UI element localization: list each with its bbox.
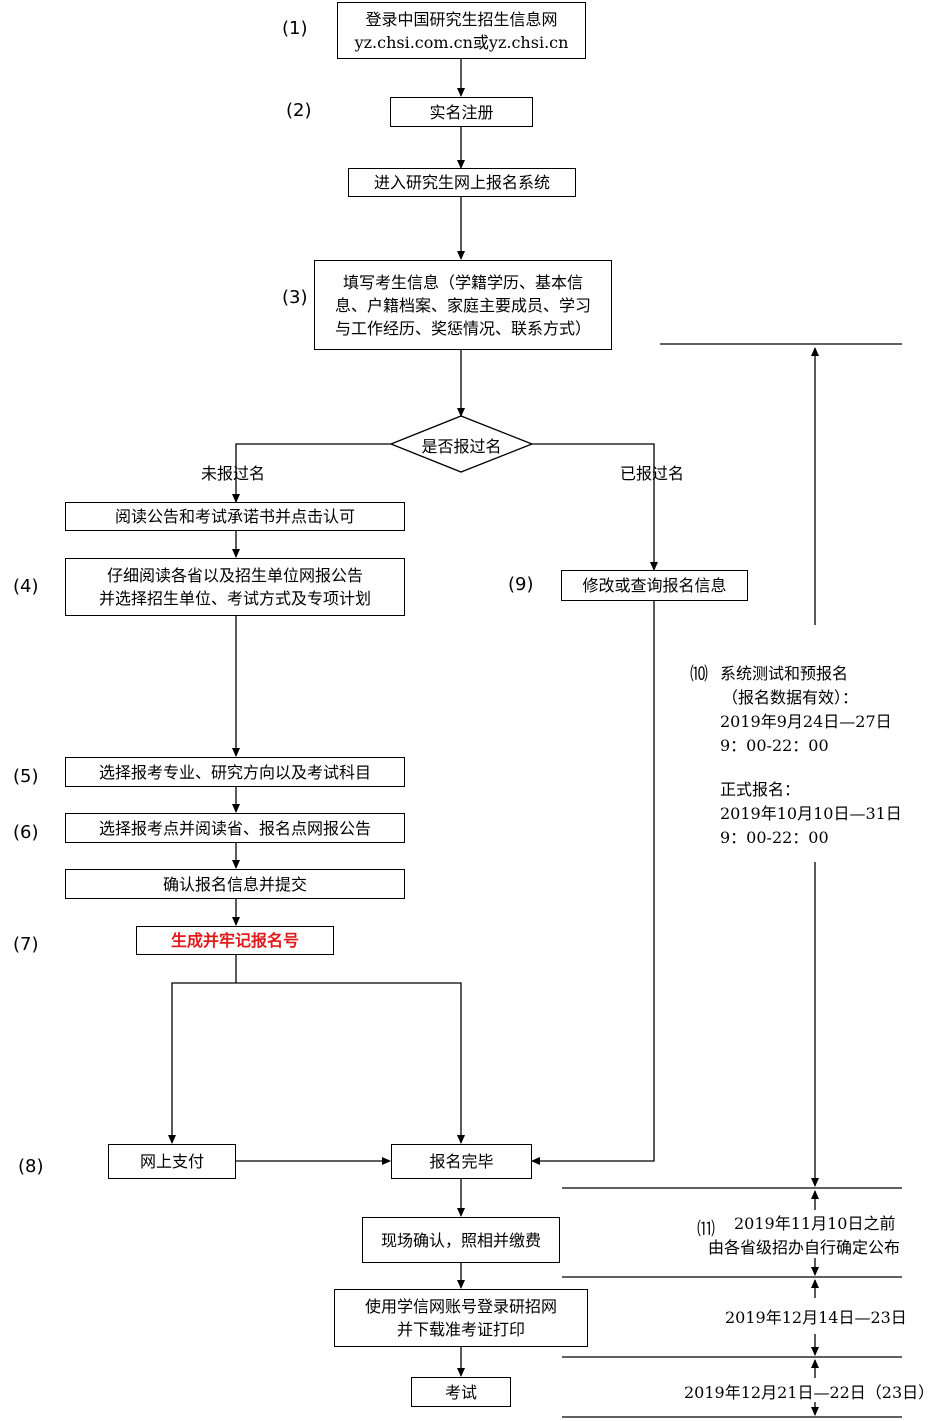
arrow-split-done — [236, 982, 465, 1144]
generate-number-box: 生成并牢记报名号 — [136, 926, 334, 955]
exam-date: 2019年12月21日—22日（23日） — [684, 1383, 935, 1402]
branch-not-registered: 未报过名 — [201, 464, 266, 483]
fill-info-box: 填写考生信息（学籍学历、基本信息、户籍档案、家庭主要成员、学习与工作经历、奖惩情… — [314, 260, 612, 350]
arrow-split-pay — [168, 982, 236, 1144]
read-notice-box: 阅读公告和考试承诺书并点击认可 — [65, 502, 405, 531]
test-date: 2019年9月24日—27日 — [720, 712, 892, 731]
confirm-date-line-1: 2019年11月10日之前 — [734, 1214, 896, 1233]
confirm-submit-box: 确认报名信息并提交 — [65, 869, 405, 899]
branch-registered: 已报过名 — [620, 464, 685, 483]
select-site-box: 选择报考点并阅读省、报名点网报公告 — [65, 813, 405, 843]
register-box: 实名注册 — [390, 97, 533, 127]
online-pay-box: 网上支付 — [108, 1144, 236, 1179]
modify-box: 修改或查询报名信息 — [561, 570, 748, 601]
print-date: 2019年12月14日—23日 — [725, 1308, 907, 1327]
step-4: (4) — [13, 576, 39, 597]
confirm-date-line-2: 由各省级招办自行确定公布 — [708, 1238, 901, 1257]
onsite-confirm-box: 现场确认，照相并缴费 — [362, 1217, 560, 1263]
formal-title: 正式报名： — [720, 780, 801, 799]
formal-time: 9：00-22：00 — [720, 828, 829, 847]
step-8: (8) — [18, 1156, 44, 1177]
print-ticket-box: 使用学信网账号登录研招网并下载准考证打印 — [334, 1289, 588, 1347]
enter-system-box: 进入研究生网上报名系统 — [348, 168, 576, 197]
read-prov-line-1: 仔细阅读各省以及招生单位网报公告 — [106, 566, 363, 585]
read-province-box: 仔细阅读各省以及招生单位网报公告并选择招生单位、考试方式及专项计划 — [65, 558, 405, 616]
registration-done-box: 报名完毕 — [391, 1144, 532, 1179]
step-2: (2) — [286, 100, 312, 121]
arrow-modify-done — [531, 600, 655, 1165]
step-11: ⑾ — [697, 1219, 715, 1240]
test-time: 9：00-22：00 — [720, 736, 829, 755]
login-box: 登录中国研究生招生信息网 yz.chsi.com.cn或yz.chsi.cn — [337, 2, 586, 59]
fill-line-1: 填写考生信息（学籍学历、基本信 — [342, 272, 583, 292]
read-prov-line-2: 并选择招生单位、考试方式及专项计划 — [98, 589, 371, 608]
print-line-1: 使用学信网账号登录研招网 — [364, 1297, 557, 1316]
test-subtitle: （报名数据有效）： — [722, 688, 859, 707]
fill-line-2: 息、户籍档案、家庭主要成员、学习 — [334, 295, 591, 315]
print-line-2: 并下载准考证打印 — [396, 1320, 525, 1339]
decision-diamond — [389, 415, 534, 473]
select-major-box: 选择报考专业、研究方向以及考试科目 — [65, 757, 405, 787]
step-5: (5) — [13, 766, 39, 787]
login-line-2: yz.chsi.com.cn或yz.chsi.cn — [354, 32, 569, 52]
formal-date: 2019年10月10日—31日 — [720, 804, 902, 823]
decision-label: 是否报过名 — [421, 437, 502, 456]
step-10: ⑽ — [690, 664, 708, 685]
exam-box: 考试 — [411, 1377, 511, 1407]
step-7: (7) — [13, 934, 39, 955]
line-decision-right — [532, 443, 658, 571]
step-9: (9) — [508, 574, 534, 595]
step-3: (3) — [282, 287, 308, 308]
step-1: (1) — [282, 18, 308, 39]
step-6: (6) — [13, 822, 39, 843]
fill-line-3: 与工作经历、奖惩情况、联系方式） — [334, 318, 591, 338]
line-decision-left — [232, 443, 391, 503]
login-line-1: 登录中国研究生招生信息网 — [365, 9, 558, 29]
test-title: 系统测试和预报名 — [720, 664, 849, 683]
